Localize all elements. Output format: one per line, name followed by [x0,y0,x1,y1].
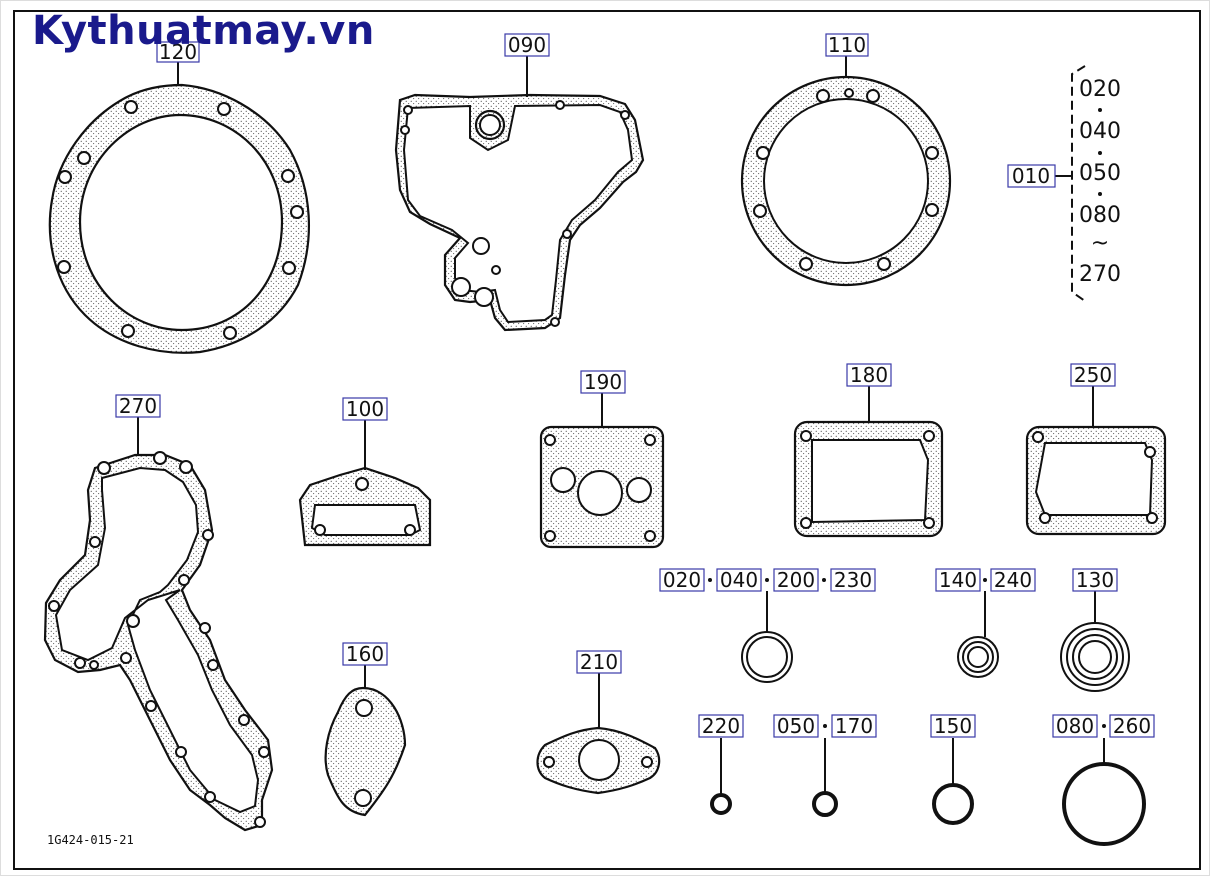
label-110: 110 [828,33,866,57]
label-220: 220 [702,714,740,738]
set-item-270: 270 [1079,262,1121,287]
label-190: 190 [584,370,622,394]
label-100: 100 [346,397,384,421]
label-270: 270 [119,394,157,418]
gasket-270 [43,417,274,832]
gasket-180 [793,386,944,538]
oring-220 [710,738,732,815]
set-item-040: 040 [1079,119,1121,144]
gasket-210 [536,673,661,795]
gasket-250 [1025,386,1167,536]
label-120: 120 [159,40,197,64]
label-160: 160 [346,642,384,666]
set-item-050: 050 [1079,161,1121,186]
gasket-190 [539,393,665,549]
gasket-110 [740,56,952,287]
set-item-020: 020 [1079,77,1121,102]
gasket-160 [324,665,407,817]
label-010: 010 [1012,164,1050,188]
label-140: 140 [939,568,977,592]
label-020: 020 [663,568,701,592]
label-170: 170 [835,714,873,738]
gasket-090 [394,56,645,332]
seal-130 [1060,591,1130,692]
watermark-logo: Kythuatmay.vn [32,8,375,54]
label-050: 050 [777,714,815,738]
label-180: 180 [850,363,888,387]
oring-080-260 [1062,738,1146,846]
oring-150 [932,738,974,825]
set-list-bracket [1055,65,1102,302]
label-250: 250 [1074,363,1112,387]
label-150: 150 [934,714,972,738]
part-labels: 120 090 110 010 270 100 190 180 250 160 … [119,33,1151,738]
label-090: 090 [508,33,546,57]
label-130: 130 [1076,568,1114,592]
label-240: 240 [994,568,1032,592]
label-260: 260 [1113,714,1151,738]
drawing-frame [13,10,1201,870]
gasket-120 [48,62,311,354]
gasket-100 [298,420,432,547]
label-210: 210 [580,650,618,674]
label-040: 040 [720,568,758,592]
seal-140-240 [957,591,999,678]
drawing-code: 1G424-015-21 [47,833,134,847]
label-080: 080 [1056,714,1094,738]
label-boxes [115,33,1155,738]
label-200: 200 [777,568,815,592]
set-range-mark: ~ [1091,231,1109,256]
set-item-080: 080 [1079,203,1121,228]
oring-050-170 [812,738,838,817]
label-230: 230 [834,568,872,592]
seal-020-040-200-230 [741,591,793,683]
